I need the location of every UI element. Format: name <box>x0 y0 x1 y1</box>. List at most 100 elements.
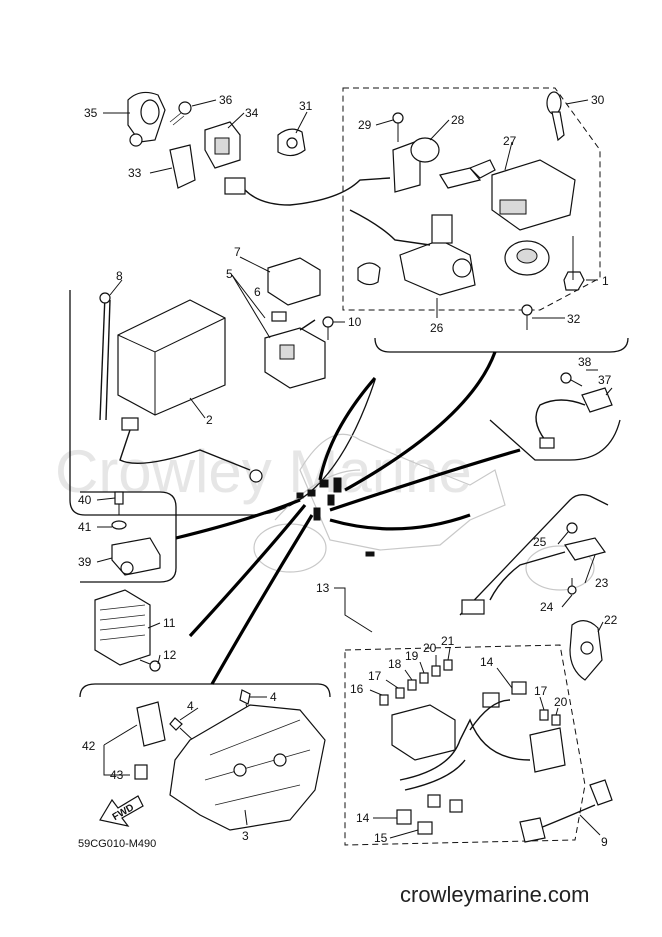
part-36-screw <box>169 101 192 126</box>
part-31-clip <box>277 128 306 157</box>
part-43-bracket <box>134 764 148 780</box>
front-wheel-outline <box>253 523 327 573</box>
callout-36: 36 <box>219 93 233 107</box>
fork-outline <box>274 469 361 521</box>
callout-31: 31 <box>299 99 313 113</box>
leader-sensor <box>329 448 521 512</box>
callout-17-right: 17 <box>534 684 548 698</box>
part-33-cover <box>169 144 196 189</box>
callout-3: 3 <box>242 829 249 843</box>
harness-dashed-frame <box>344 644 586 846</box>
part-30-key <box>546 91 565 142</box>
body-outline <box>299 433 506 551</box>
callout-22: 22 <box>604 613 618 627</box>
callout-20: 20 <box>423 641 437 655</box>
callout-9: 9 <box>601 835 608 849</box>
frame-group-bracket <box>79 683 331 698</box>
callout-numbers: 3 5 36 34 31 33 29 28 27 30 1 2 6 32 8 7 5… <box>78 93 618 849</box>
callout-28: 28 <box>451 113 465 127</box>
lead-group-frame <box>459 494 609 616</box>
part-35-clamp <box>127 91 166 147</box>
callout-23: 23 <box>595 576 609 590</box>
callout-4-right: 4 <box>270 690 277 704</box>
callout-24: 24 <box>540 600 554 614</box>
part-40-bolt <box>114 491 124 515</box>
callout-29: 29 <box>358 118 372 132</box>
callout-12: 12 <box>163 648 177 662</box>
callout-27: 27 <box>503 134 517 148</box>
callout-33: 33 <box>128 166 142 180</box>
part-14-connector-lower <box>396 809 412 825</box>
callout-11: 11 <box>163 616 176 630</box>
part-7-relay <box>267 257 321 306</box>
callout-43: 43 <box>110 768 124 782</box>
part-8-battery-lead <box>99 292 111 421</box>
part-22-clamp <box>569 620 603 681</box>
part-3-frame <box>169 704 326 831</box>
callout-7: 7 <box>234 245 241 259</box>
callout-1: 1 <box>602 274 609 288</box>
part-39-bracket <box>111 537 161 576</box>
part-13-wire-harness <box>391 681 566 813</box>
callout-25: 25 <box>533 535 547 549</box>
callout-38: 38 <box>578 355 592 369</box>
part-4-bolt-left <box>169 717 196 743</box>
callout-30: 30 <box>591 93 605 107</box>
part-23-lead <box>461 522 606 615</box>
part-12-bolt <box>139 659 161 672</box>
drawing-number: 59CG010-M490 <box>78 838 156 850</box>
main-switch-bracket <box>374 337 629 353</box>
callout-leaders <box>96 99 613 839</box>
callout-13: 13 <box>316 581 330 595</box>
callout-41: 41 <box>78 520 92 534</box>
callout-40: 40 <box>78 493 92 507</box>
part-41-washer <box>111 520 127 530</box>
heavy-leaders <box>175 351 521 685</box>
part-29-bolt <box>392 112 404 142</box>
part-1-nut <box>563 271 585 291</box>
callout-2: 2 <box>206 413 213 427</box>
part-9-lead <box>519 779 613 843</box>
rear-wheel-outline <box>525 545 595 591</box>
leader-frame <box>210 514 314 685</box>
callout-15: 15 <box>374 831 388 845</box>
callout-5: 5 <box>226 267 233 281</box>
callout-18: 18 <box>388 657 402 671</box>
callout-42: 42 <box>82 739 96 753</box>
leader-lead <box>329 513 471 531</box>
callout-16: 16 <box>350 682 364 696</box>
part-connector-wire-top <box>224 177 391 206</box>
leader-main-switch <box>344 351 497 492</box>
part-27-control-unit <box>491 159 576 231</box>
part-34-bracket <box>204 121 241 169</box>
callout-21: 21 <box>441 634 455 648</box>
callout-20-right: 20 <box>554 695 568 709</box>
sensor-group-frame <box>489 419 621 461</box>
part-cap-lock <box>504 240 550 276</box>
watermark: Crowley Marine <box>55 438 472 505</box>
leader-regulator <box>188 503 307 638</box>
callout-8: 8 <box>116 269 123 283</box>
part-42-sensor <box>136 701 166 747</box>
callout-4-left: 4 <box>187 699 194 713</box>
part-37-sensor <box>535 372 613 449</box>
leader-battery <box>318 376 377 481</box>
leader-rectifier-bracket <box>175 498 301 540</box>
website-label: crowleymarine.com <box>400 882 590 907</box>
callout-37: 37 <box>598 373 612 387</box>
part-negative-lead <box>119 417 263 483</box>
callout-14-upper: 14 <box>480 655 494 669</box>
callout-6: 6 <box>254 285 261 299</box>
callout-14-lower: 14 <box>356 811 370 825</box>
part-2-battery <box>117 299 226 416</box>
callout-34: 34 <box>245 106 259 120</box>
callout-39: 39 <box>78 555 92 569</box>
part-28-ignition-switch <box>392 137 496 193</box>
part-11-regulator <box>94 589 151 666</box>
part-10-bolt <box>322 316 334 340</box>
part-32-screw <box>521 304 533 330</box>
callout-17-left: 17 <box>368 669 382 683</box>
vehicle-markers <box>296 477 375 557</box>
callout-32: 32 <box>567 312 581 326</box>
